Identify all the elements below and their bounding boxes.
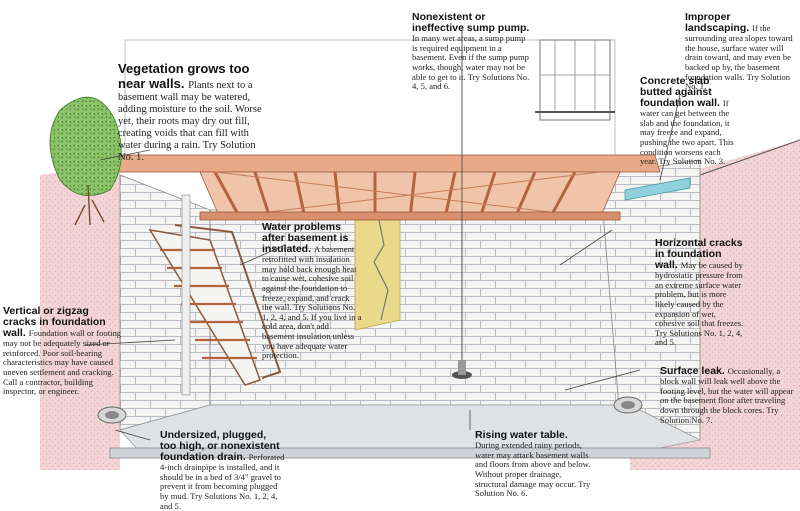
callout-vegetation: Vegetation grows too near walls. Plants … bbox=[118, 62, 266, 165]
callout-vertical-body: Foundation wall or footing may not be ad… bbox=[3, 328, 121, 396]
callout-slab: Concrete slab butted against foundation … bbox=[640, 76, 735, 167]
callout-surface: Surface leak. Occasionally, a block wall… bbox=[660, 366, 795, 425]
callout-insulated: Water problems after basement is insulat… bbox=[262, 222, 362, 361]
callout-horizontal: Horizontal cracks in foundation wall. Ma… bbox=[655, 238, 745, 348]
callout-watertable: Rising water table. During extended rain… bbox=[475, 430, 593, 499]
callout-vertical: Vertical or zigzag cracks in foundation … bbox=[3, 306, 123, 397]
callout-sump-body: In many wet areas, a sump pump is requir… bbox=[412, 33, 529, 91]
callout-vegetation-body: Plants next to a basement wall may be wa… bbox=[118, 80, 262, 163]
callout-slab-title: Concrete slab butted against foundation … bbox=[640, 75, 723, 109]
callout-sump: Nonexistent or ineffective sump pump. In… bbox=[412, 12, 530, 92]
callout-slab-body: If water can get between the slab and th… bbox=[640, 98, 734, 166]
window bbox=[535, 40, 615, 120]
callout-sump-title: Nonexistent or ineffective sump pump. bbox=[412, 11, 529, 34]
callout-watertable-body: During extended rainy periods, water may… bbox=[475, 440, 590, 498]
callout-drain: Undersized, plugged, too high, or nonexi… bbox=[160, 430, 285, 511]
callout-horizontal-body: May be caused by hydrostatic pressure fr… bbox=[655, 260, 743, 347]
callout-insulated-body: A basement retrofitted with insulation m… bbox=[262, 244, 362, 360]
callout-landscaping-title: Improper landscaping. bbox=[685, 11, 752, 34]
